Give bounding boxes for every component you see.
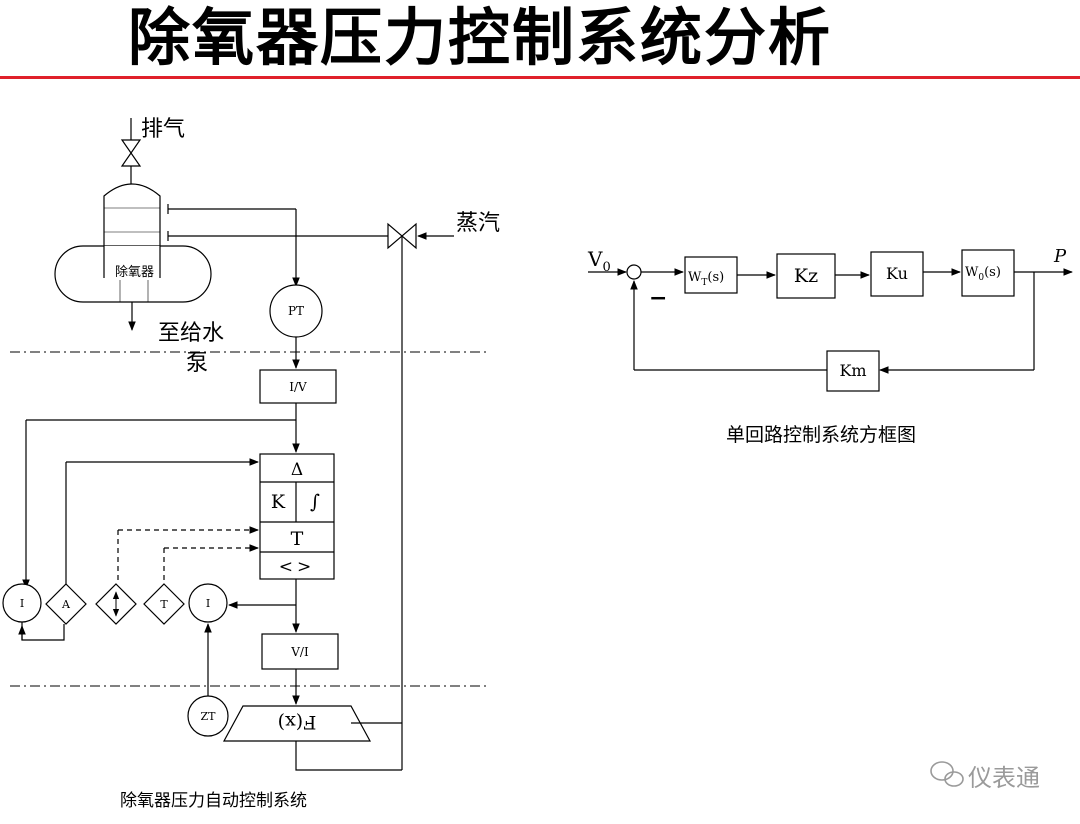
watermark-text: 仪表通 xyxy=(968,764,1040,792)
controller-time: T xyxy=(291,528,304,550)
wechat-icon xyxy=(930,761,964,787)
station-tracking-label: T xyxy=(160,598,168,611)
station-i-right-label: I xyxy=(206,597,210,610)
title-underline xyxy=(0,76,1080,79)
fx-actuator xyxy=(222,705,372,742)
block-w0 xyxy=(961,249,1015,297)
station-i-right xyxy=(188,583,228,623)
controller-proportional: K xyxy=(271,491,286,513)
station-auto xyxy=(45,583,87,625)
process-control-system xyxy=(2,118,490,771)
block-diagram-caption: 单回路控制系统方框图 xyxy=(726,424,916,446)
block-wt-label: WT(s) xyxy=(688,270,724,288)
page-title: 除氧器压力控制系统分析 xyxy=(128,1,833,74)
zt-label: ZT xyxy=(201,710,217,723)
station-tracking xyxy=(143,583,185,625)
input-label: V0 xyxy=(587,247,611,275)
station-auto-label: A xyxy=(61,598,71,611)
pid-controller xyxy=(259,453,335,580)
process-caption: 除氧器压力自动控制系统 xyxy=(120,791,307,811)
vent-valve-icon xyxy=(120,139,142,167)
output-label: P xyxy=(1053,246,1067,267)
controller-derivative: Δ xyxy=(291,460,303,480)
fx-label: F(x) xyxy=(278,711,317,733)
vessel-label: 除氧器 xyxy=(115,265,154,280)
deaerator-head xyxy=(103,183,161,259)
block-kz-label: Kz xyxy=(794,265,818,287)
watermark: 仪表通 xyxy=(930,761,1040,792)
block-w0-label: W0(s) xyxy=(965,265,1001,283)
block-wt xyxy=(684,256,738,294)
iv-converter xyxy=(259,369,337,404)
controller-integral: ∫ xyxy=(310,491,320,513)
pump-label-line2: 泵 xyxy=(186,351,208,376)
vi-converter xyxy=(261,633,339,670)
block-ku xyxy=(870,251,924,297)
block-km xyxy=(826,350,880,392)
controller-limits: <> xyxy=(279,557,316,577)
block-kz xyxy=(776,253,836,299)
minus-sign: − xyxy=(649,285,667,311)
vi-label: V/I xyxy=(290,645,309,659)
summing-junction xyxy=(626,264,642,280)
single-loop-block-diagram xyxy=(588,249,1073,392)
station-i-left-label: I xyxy=(20,597,24,610)
vent-label: 排气 xyxy=(141,117,185,142)
pump-label-line1: 至给水 xyxy=(158,321,224,346)
block-km-label: Km xyxy=(839,361,866,380)
block-ku-label: Ku xyxy=(886,264,908,283)
steam-label: 蒸汽 xyxy=(456,211,500,236)
iv-label: I/V xyxy=(289,380,307,394)
pt-label: PT xyxy=(288,304,304,318)
